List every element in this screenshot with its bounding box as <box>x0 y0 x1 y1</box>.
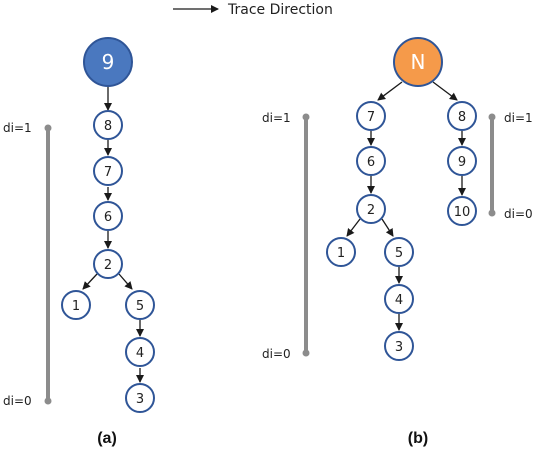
panel-a-bar-top-label: di=1 <box>3 121 32 135</box>
panel-a-node: 1 <box>61 290 91 320</box>
edge-a-2-5 <box>118 273 133 290</box>
panel-b-root-label: N <box>411 50 426 74</box>
node-circle <box>93 156 123 186</box>
node-circle <box>125 383 155 413</box>
node-circle <box>93 110 123 140</box>
node-label: 1 <box>337 246 345 261</box>
node-label: 7 <box>367 110 375 125</box>
node-circle <box>447 101 477 131</box>
panel-b-left-bar-bottom-cap <box>302 349 310 357</box>
node-label: 5 <box>395 246 403 261</box>
node-label: 2 <box>367 203 375 218</box>
node-label: 9 <box>458 155 466 170</box>
panel-b-node: 8 <box>447 101 477 131</box>
panel-b-root-node: N <box>393 37 443 87</box>
panel-b-node: 3 <box>384 331 414 361</box>
edge-b-2-1 <box>346 218 361 237</box>
panel-a-root-label: 9 <box>102 50 115 74</box>
node-circle <box>447 146 477 176</box>
panel-a-depth-bar: di=1 di=0 <box>3 121 52 408</box>
node-circle <box>356 194 386 224</box>
panel-a-caption: (a) <box>97 430 117 447</box>
panel-a: di=1 di=0 9 8 7 <box>3 37 155 447</box>
panel-a-node: 4 <box>125 337 155 367</box>
node-label: 8 <box>104 119 112 134</box>
panel-a-node: 8 <box>93 110 123 140</box>
panel-b-right-bar-top-label: di=1 <box>504 111 533 125</box>
node-label: 8 <box>458 110 466 125</box>
node-label: 6 <box>104 210 112 225</box>
node-label: 1 <box>72 299 80 314</box>
panel-b: di=1 di=0 di=1 di=0 N <box>262 37 533 447</box>
panel-a-edges <box>82 86 144 383</box>
panel-b-right-depth-bar: di=1 di=0 <box>488 111 533 221</box>
node-label: 6 <box>367 155 375 170</box>
node-label: 7 <box>104 165 112 180</box>
edge-b-2-5 <box>381 218 394 237</box>
panel-a-node: 2 <box>93 249 123 279</box>
panel-a-bar-bottom-cap <box>44 397 52 405</box>
panel-b-right-bar-bottom-label: di=0 <box>504 207 533 221</box>
node-label: 5 <box>136 299 144 314</box>
panel-b-node: 5 <box>384 237 414 267</box>
panel-b-root-circle <box>393 37 443 87</box>
panel-b-left-bar-bottom-label: di=0 <box>262 347 291 361</box>
edge-b-N-8 <box>432 81 458 101</box>
panel-b-node: 4 <box>384 284 414 314</box>
panel-b-edges <box>346 81 466 331</box>
node-circle <box>356 146 386 176</box>
panel-a-bar-bottom-label: di=0 <box>3 394 32 408</box>
node-circle <box>93 249 123 279</box>
node-circle <box>125 290 155 320</box>
panel-b-node: 9 <box>447 146 477 176</box>
legend-label: Trace Direction <box>227 2 333 18</box>
node-circle <box>384 284 414 314</box>
panel-b-nodes: 7 6 2 1 5 4 3 <box>326 101 477 361</box>
panel-b-node: 6 <box>356 146 386 176</box>
panel-b-node: 7 <box>356 101 386 131</box>
panel-a-node: 5 <box>125 290 155 320</box>
panel-a-bar-top-cap <box>44 124 52 132</box>
node-circle <box>447 196 477 226</box>
panel-b-left-bar-top-cap <box>302 113 310 121</box>
panel-b-right-bar-bottom-cap <box>488 209 496 217</box>
node-label: 10 <box>454 205 471 220</box>
node-label: 2 <box>104 258 112 273</box>
node-label: 4 <box>395 293 403 308</box>
panel-a-node: 6 <box>93 201 123 231</box>
node-circle <box>125 337 155 367</box>
node-label: 3 <box>395 340 403 355</box>
node-circle <box>384 331 414 361</box>
trace-direction-legend: Trace Direction <box>173 2 333 18</box>
node-circle <box>326 237 356 267</box>
edge-a-2-1 <box>82 273 98 290</box>
panel-a-nodes: 8 7 6 2 1 5 4 <box>61 110 155 413</box>
node-label: 4 <box>136 346 144 361</box>
panel-b-left-depth-bar: di=1 di=0 <box>262 111 310 361</box>
node-circle <box>61 290 91 320</box>
panel-b-left-bar-top-label: di=1 <box>262 111 291 125</box>
panel-a-node: 7 <box>93 156 123 186</box>
panel-b-node: 1 <box>326 237 356 267</box>
panel-a-root-circle <box>83 37 133 87</box>
panel-b-node: 2 <box>356 194 386 224</box>
panel-a-node: 3 <box>125 383 155 413</box>
node-label: 3 <box>136 392 144 407</box>
panel-b-node: 10 <box>447 196 477 226</box>
node-circle <box>356 101 386 131</box>
node-circle <box>384 237 414 267</box>
node-circle <box>93 201 123 231</box>
edge-b-N-7 <box>377 81 403 101</box>
panel-b-right-bar-top-cap <box>488 113 496 121</box>
panel-b-caption: (b) <box>408 430 428 447</box>
panel-a-root-node: 9 <box>83 37 133 87</box>
